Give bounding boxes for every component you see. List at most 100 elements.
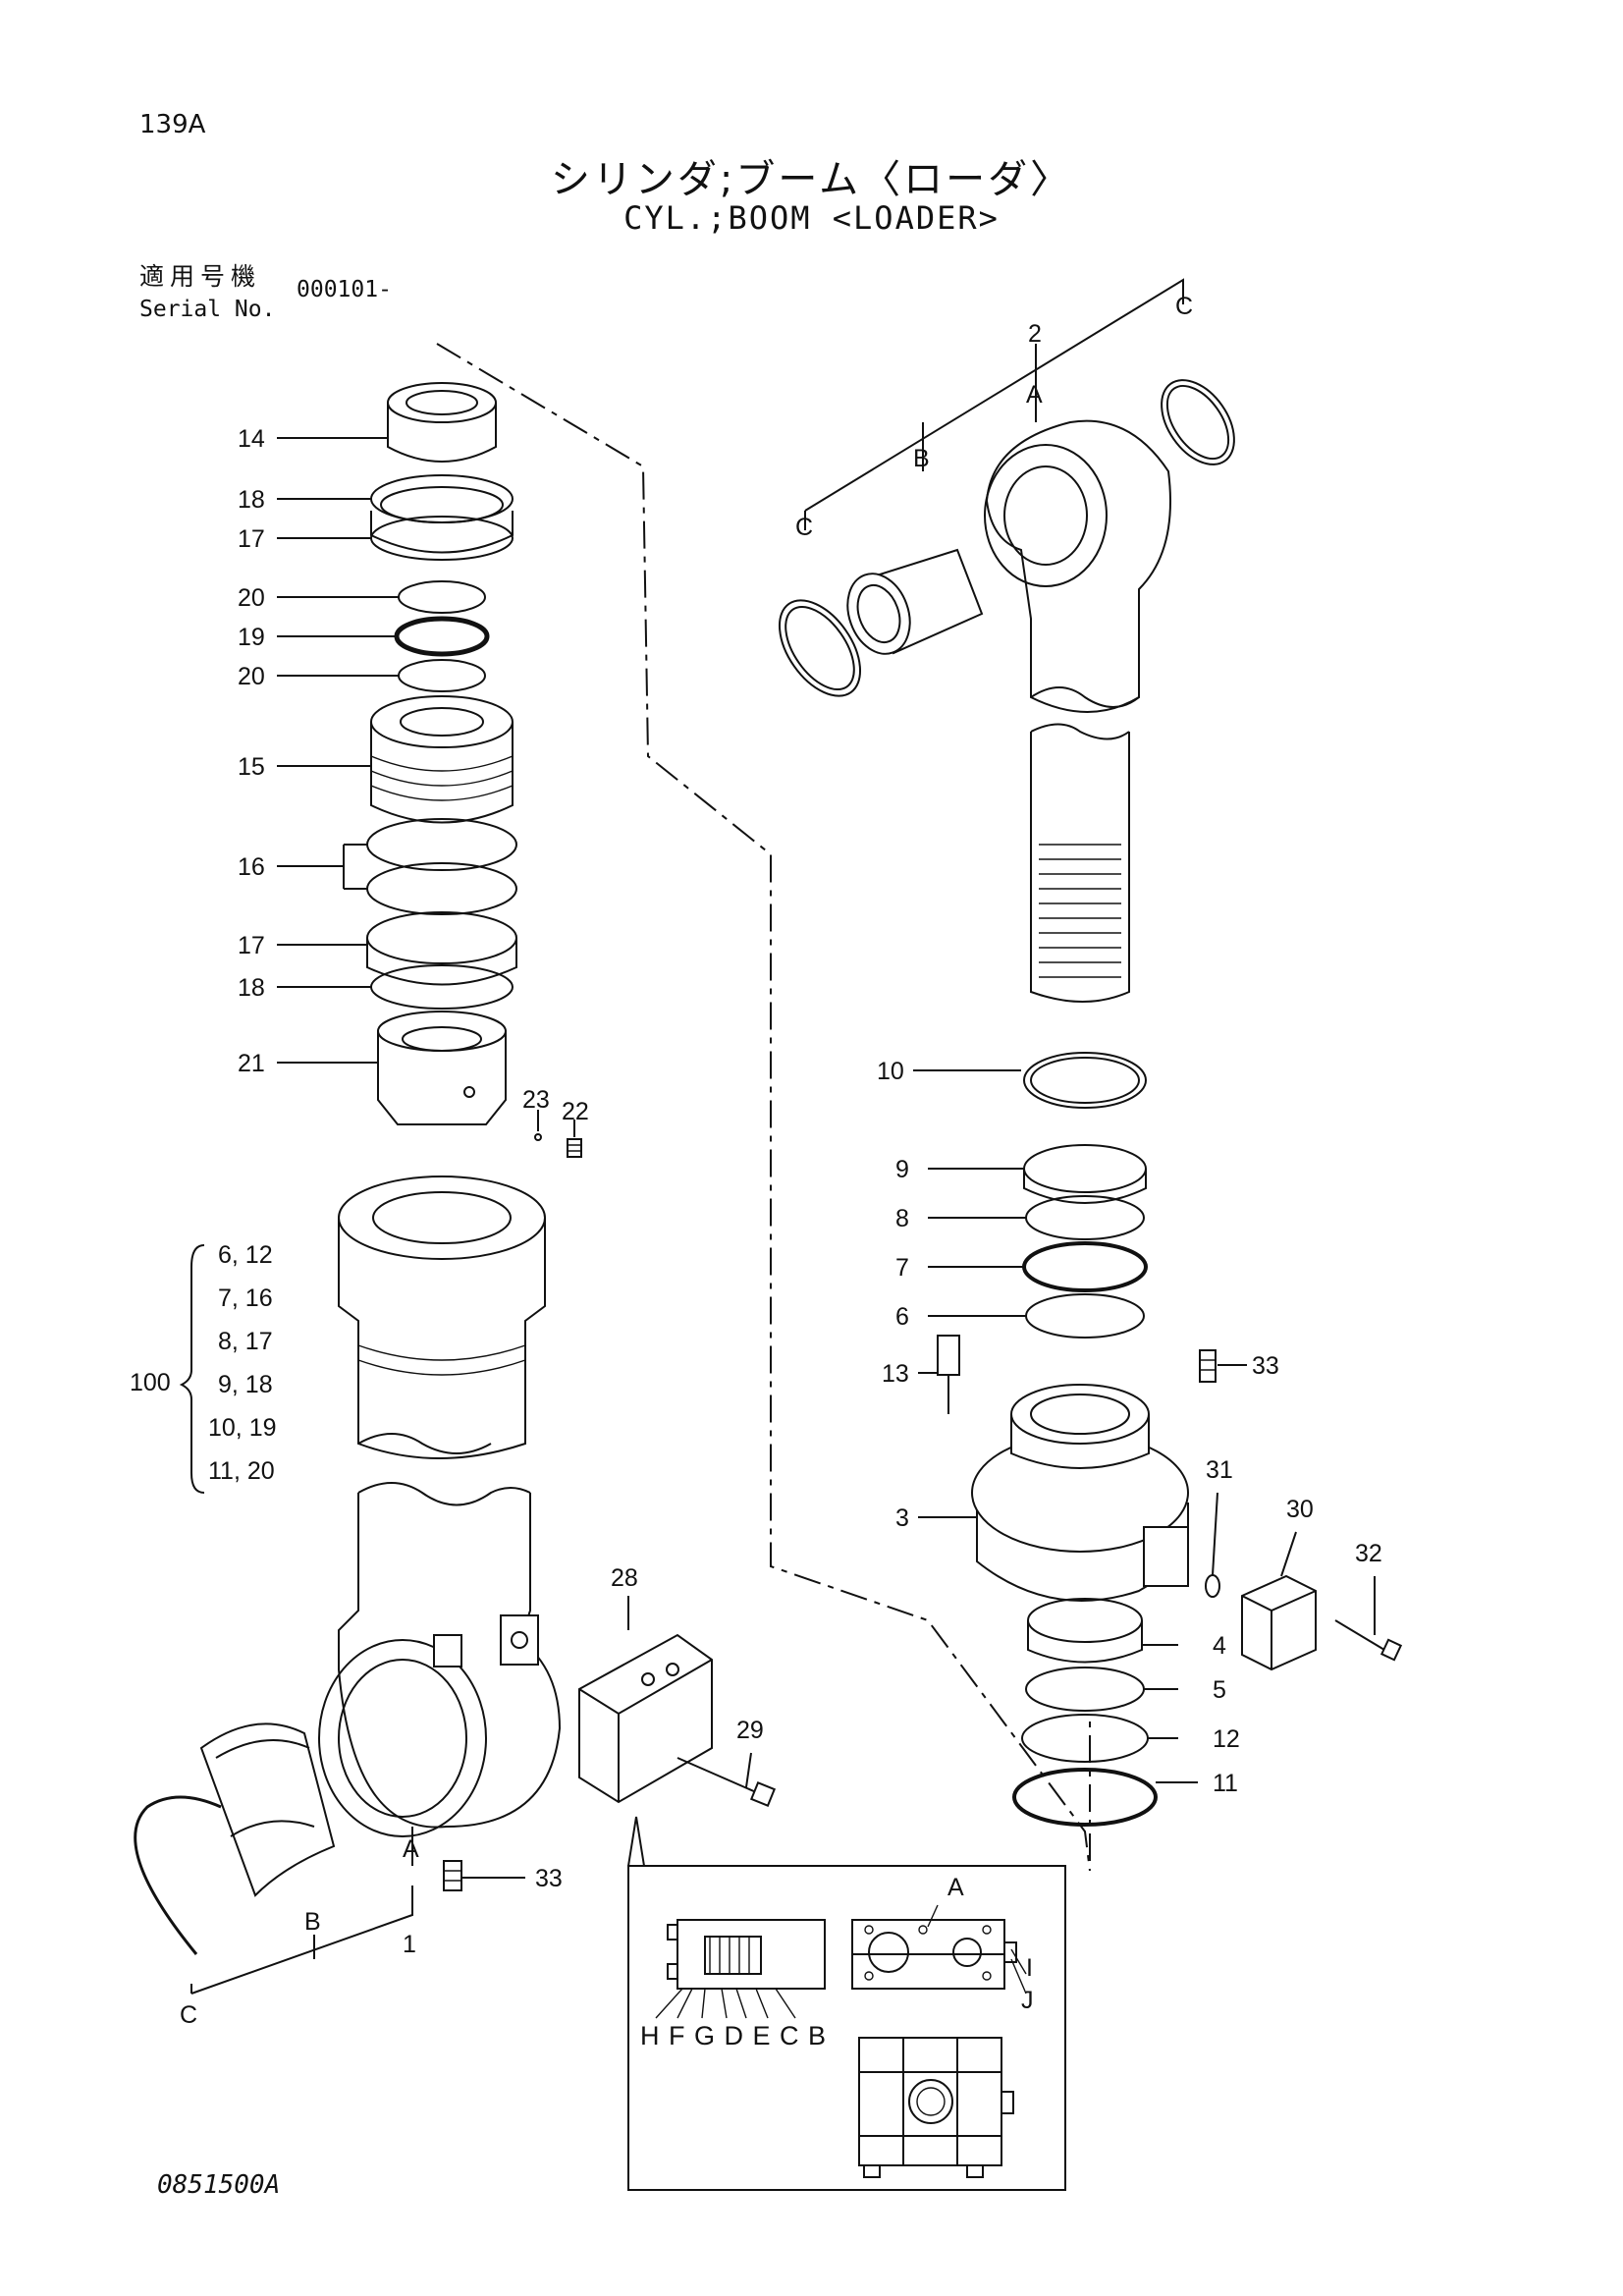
serial-label-japanese: 適用号機 (139, 262, 262, 291)
callout-9: 9 (895, 1156, 909, 1183)
callout-18-lower: 18 (238, 974, 265, 1002)
part-20-ring-upper (398, 580, 486, 614)
part-20-ring-lower (398, 659, 486, 692)
drawing-code: 0851500A (157, 2170, 281, 2200)
part-28-valve-block (578, 1633, 713, 1804)
part-C-snap-ring-top-left (778, 599, 862, 697)
part-14-bushing (387, 382, 497, 463)
kit-row-4: 9, 18 (218, 1371, 273, 1398)
leader-lines (179, 278, 1376, 1995)
part-33-grease-fitting-bottom (443, 1860, 462, 1891)
kit-row-6: 11, 20 (208, 1457, 275, 1485)
kit-row-3: 8, 17 (218, 1328, 273, 1355)
callout-17-lower: 17 (238, 932, 265, 959)
part-3-cylinder-head (971, 1384, 1189, 1602)
part-18-ring-lower (370, 964, 514, 1010)
serial-label-english: Serial No. (139, 297, 276, 322)
callout-A-bottom: A (403, 1835, 419, 1863)
callout-B-top: B (913, 445, 930, 472)
part-B-bushing-lower (199, 1722, 336, 1897)
part-17-ring-upper (370, 511, 514, 561)
callout-33-bottom: 33 (535, 1865, 563, 1892)
callout-21: 21 (238, 1050, 265, 1077)
part-19-o-ring (394, 616, 490, 657)
page-code: 139A (139, 110, 206, 139)
part-12-ring (1021, 1714, 1149, 1763)
callout-11: 11 (1213, 1770, 1238, 1797)
part-16-rings (366, 818, 517, 915)
callout-2: 2 (1028, 320, 1042, 348)
assembly-guide-line-left (436, 343, 1091, 1872)
callout-31: 31 (1206, 1456, 1233, 1484)
callout-C-bottom: C (180, 2001, 197, 2029)
part-C-snap-ring-lower (134, 1795, 222, 1955)
piston-rod (1030, 723, 1130, 1003)
callout-13: 13 (882, 1360, 909, 1388)
part-18-ring-upper (370, 474, 514, 523)
part-15-piston (370, 695, 514, 824)
part-21-nut (377, 1011, 507, 1125)
callout-22: 22 (562, 1098, 589, 1125)
callout-16: 16 (238, 853, 265, 881)
callout-12: 12 (1213, 1725, 1240, 1753)
kit-row-5: 10, 19 (208, 1414, 277, 1442)
valve-detail-inset: A I J H F G D E C B (627, 1816, 1066, 2191)
cylinder-tube-upper (338, 1175, 546, 1459)
kit-row-1: 6, 12 (218, 1241, 273, 1269)
callout-5: 5 (1213, 1676, 1226, 1704)
part-23-ball (534, 1133, 542, 1141)
part-7-ring (1022, 1241, 1148, 1292)
part-2A-rod-eye (984, 419, 1171, 713)
callout-15: 15 (238, 753, 265, 781)
part-5-ring (1025, 1667, 1145, 1712)
part-33-grease-fitting-right (1199, 1349, 1217, 1383)
kit-number: 100 (130, 1369, 171, 1396)
page-title-japanese: シリンダ;ブーム〈ローダ〉 (550, 157, 1073, 202)
part-22-set-screw (567, 1138, 582, 1158)
kit-row-2: 7, 16 (218, 1285, 273, 1312)
part-6-ring (1025, 1293, 1145, 1339)
callout-1: 1 (403, 1931, 416, 1958)
part-30-block (1241, 1574, 1317, 1671)
callout-23: 23 (522, 1086, 550, 1114)
serial-value: 000101- (297, 277, 392, 302)
part-29-bolt (676, 1757, 777, 1808)
part-C-snap-ring-top-right (1161, 379, 1235, 465)
callout-C-top-left: C (795, 514, 813, 541)
callout-17-upper: 17 (238, 525, 265, 553)
callout-32: 32 (1355, 1540, 1382, 1567)
callout-8: 8 (895, 1205, 909, 1232)
part-11-ring (1012, 1768, 1158, 1827)
page-title-english: CYL.;BOOM <LOADER> (623, 199, 1000, 237)
cylinder-tube-lower (318, 1482, 562, 1837)
callout-4: 4 (1213, 1632, 1226, 1660)
part-13-bolt (937, 1335, 960, 1414)
inset-label-A: A (947, 1874, 964, 1901)
callout-20-upper: 20 (238, 584, 265, 612)
callout-19: 19 (238, 624, 265, 651)
part-10-ring (1023, 1052, 1147, 1109)
inset-label-I: I (1026, 1954, 1033, 1982)
callout-C-top-right: C (1175, 293, 1193, 320)
callout-18-upper: 18 (238, 486, 265, 514)
callout-6: 6 (895, 1303, 909, 1331)
callout-B-bottom: B (304, 1908, 321, 1936)
callout-14: 14 (238, 425, 265, 453)
part-17-ring-lower (366, 911, 517, 986)
callout-28: 28 (611, 1564, 638, 1592)
callout-33-right: 33 (1252, 1352, 1279, 1380)
callout-7: 7 (895, 1254, 909, 1282)
part-B-bushing-top (846, 548, 984, 655)
callout-10: 10 (877, 1058, 904, 1085)
part-31-o-ring (1205, 1574, 1220, 1598)
callout-20-lower: 20 (238, 663, 265, 690)
inset-label-J: J (1021, 1987, 1034, 2014)
callout-29: 29 (736, 1717, 764, 1744)
callout-30: 30 (1286, 1496, 1314, 1523)
callout-3: 3 (895, 1504, 909, 1532)
callout-A-top: A (1026, 381, 1043, 409)
part-4-ring (1027, 1598, 1143, 1664)
inset-bottom-letters: H F G D E C B (640, 2021, 827, 2050)
part-32-bolt (1334, 1619, 1403, 1662)
